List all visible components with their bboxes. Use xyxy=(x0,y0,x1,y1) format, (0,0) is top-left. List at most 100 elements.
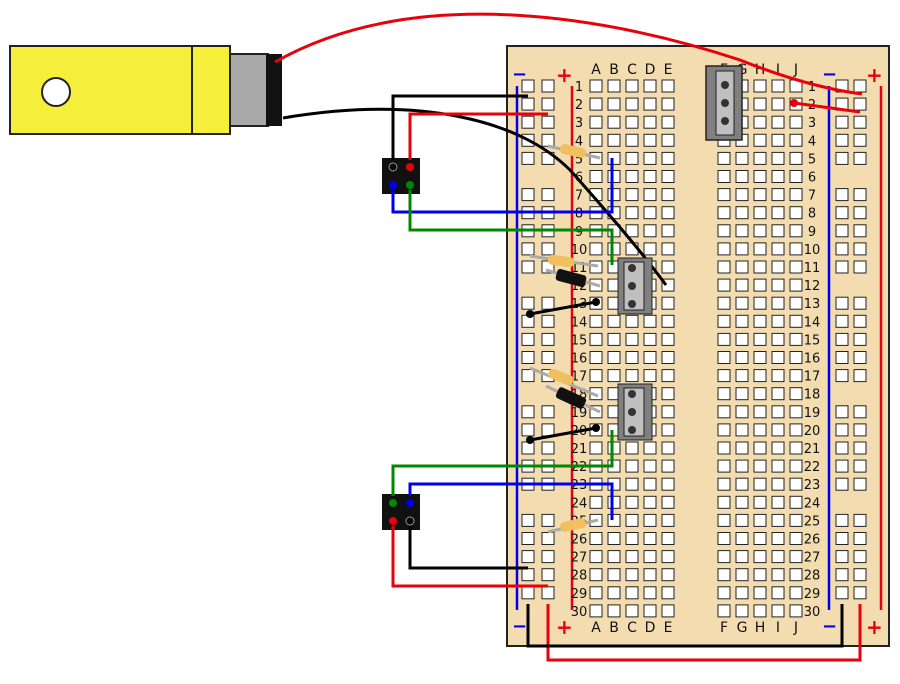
rail-hole xyxy=(835,242,849,256)
row-number: 24 xyxy=(571,496,588,511)
breadboard-hole xyxy=(789,351,803,364)
breadboard-hole xyxy=(771,188,785,202)
breadboard-hole xyxy=(625,532,639,545)
rail-hole xyxy=(541,79,555,93)
transistor-upper xyxy=(617,257,653,315)
breadboard-hole xyxy=(753,133,767,147)
row-number: 26 xyxy=(804,533,821,548)
rail-hole xyxy=(541,550,555,564)
breadboard-hole xyxy=(643,586,657,600)
breadboard-hole xyxy=(643,351,657,364)
breadboard-hole xyxy=(643,604,657,618)
breadboard-hole xyxy=(643,495,657,509)
battery-pack xyxy=(9,45,282,135)
breadboard-hole xyxy=(735,405,749,419)
diode-lower xyxy=(545,384,601,414)
breadboard-hole xyxy=(789,477,803,491)
row-number: 10 xyxy=(804,243,821,258)
breadboard-hole xyxy=(735,604,749,618)
breadboard-hole xyxy=(717,568,731,582)
breadboard-hole xyxy=(589,369,603,383)
rail-hole xyxy=(835,332,849,346)
bottom-black-jumper xyxy=(526,604,844,648)
breadboard-hole xyxy=(643,459,657,473)
row-number: 27 xyxy=(571,551,588,566)
row-number: 13 xyxy=(804,297,821,312)
breadboard-hole xyxy=(643,97,657,111)
column-letter: E xyxy=(664,620,673,636)
breadboard-hole xyxy=(735,206,749,220)
breadboard-hole xyxy=(771,459,785,473)
row-number: 15 xyxy=(571,333,588,348)
breadboard-hole xyxy=(661,405,675,419)
breadboard-hole xyxy=(753,423,767,437)
breadboard-hole xyxy=(589,115,603,129)
row-number: 4 xyxy=(575,134,583,149)
breadboard-hole xyxy=(789,369,803,383)
breadboard-hole xyxy=(789,459,803,473)
rail-hole xyxy=(541,314,555,328)
column-letter: C xyxy=(627,620,637,636)
breadboard-hole xyxy=(589,568,603,582)
breadboard-hole xyxy=(625,351,639,364)
breadboard-hole xyxy=(753,332,767,346)
row-number: 16 xyxy=(571,352,588,367)
breadboard-hole xyxy=(607,351,621,364)
breadboard-hole xyxy=(771,97,785,111)
breadboard-hole xyxy=(753,351,767,364)
breadboard-hole xyxy=(789,568,803,582)
rail-hole xyxy=(853,568,867,582)
breadboard-hole xyxy=(643,441,657,455)
breadboard-hole xyxy=(789,405,803,419)
row-number: 26 xyxy=(571,533,588,548)
breadboard-hole xyxy=(771,495,785,509)
row-number: 5 xyxy=(575,152,583,167)
rail-plus-bottom-right: + xyxy=(866,615,883,639)
row-number: 1 xyxy=(575,80,583,95)
breadboard-hole xyxy=(735,477,749,491)
breadboard-hole xyxy=(661,604,675,618)
breadboard-hole xyxy=(735,568,749,582)
breadboard-hole xyxy=(753,405,767,419)
breadboard-hole xyxy=(771,369,785,383)
breadboard-hole xyxy=(625,604,639,618)
breadboard-hole xyxy=(607,242,621,256)
rail-hole xyxy=(541,351,555,364)
breadboard-hole xyxy=(625,495,639,509)
row-number: 19 xyxy=(804,406,821,421)
breadboard-hole xyxy=(735,314,749,328)
breadboard-hole xyxy=(607,604,621,618)
breadboard-hole xyxy=(789,314,803,328)
rail-hole xyxy=(541,405,555,419)
breadboard-hole xyxy=(735,532,749,545)
bottom-red-jumper xyxy=(546,604,862,662)
breadboard-hole xyxy=(643,550,657,564)
rail-hole xyxy=(853,550,867,564)
breadboard-hole xyxy=(789,170,803,183)
row-number: 3 xyxy=(575,116,583,131)
breadboard-hole xyxy=(717,170,731,183)
breadboard-hole xyxy=(753,495,767,509)
breadboard-hole xyxy=(771,296,785,310)
row-number: 8 xyxy=(575,207,583,222)
rail-hole xyxy=(541,568,555,582)
breadboard-hole xyxy=(661,477,675,491)
rail-hole xyxy=(541,586,555,600)
breadboard-hole xyxy=(661,586,675,600)
breadboard-hole xyxy=(643,170,657,183)
breadboard-hole xyxy=(625,568,639,582)
rail-hole xyxy=(521,369,535,383)
resistor-3 xyxy=(529,366,599,398)
breadboard-hole xyxy=(643,314,657,328)
breadboard-hole xyxy=(607,188,621,202)
column-letter: A xyxy=(591,62,601,78)
breadboard-hole xyxy=(643,242,657,256)
breadboard-hole xyxy=(735,550,749,564)
row-number: 22 xyxy=(571,460,588,475)
column-letter: I xyxy=(776,62,780,78)
breadboard-hole xyxy=(753,314,767,328)
rail-hole xyxy=(521,151,535,165)
breadboard-hole xyxy=(661,242,675,256)
breadboard-hole xyxy=(625,151,639,165)
